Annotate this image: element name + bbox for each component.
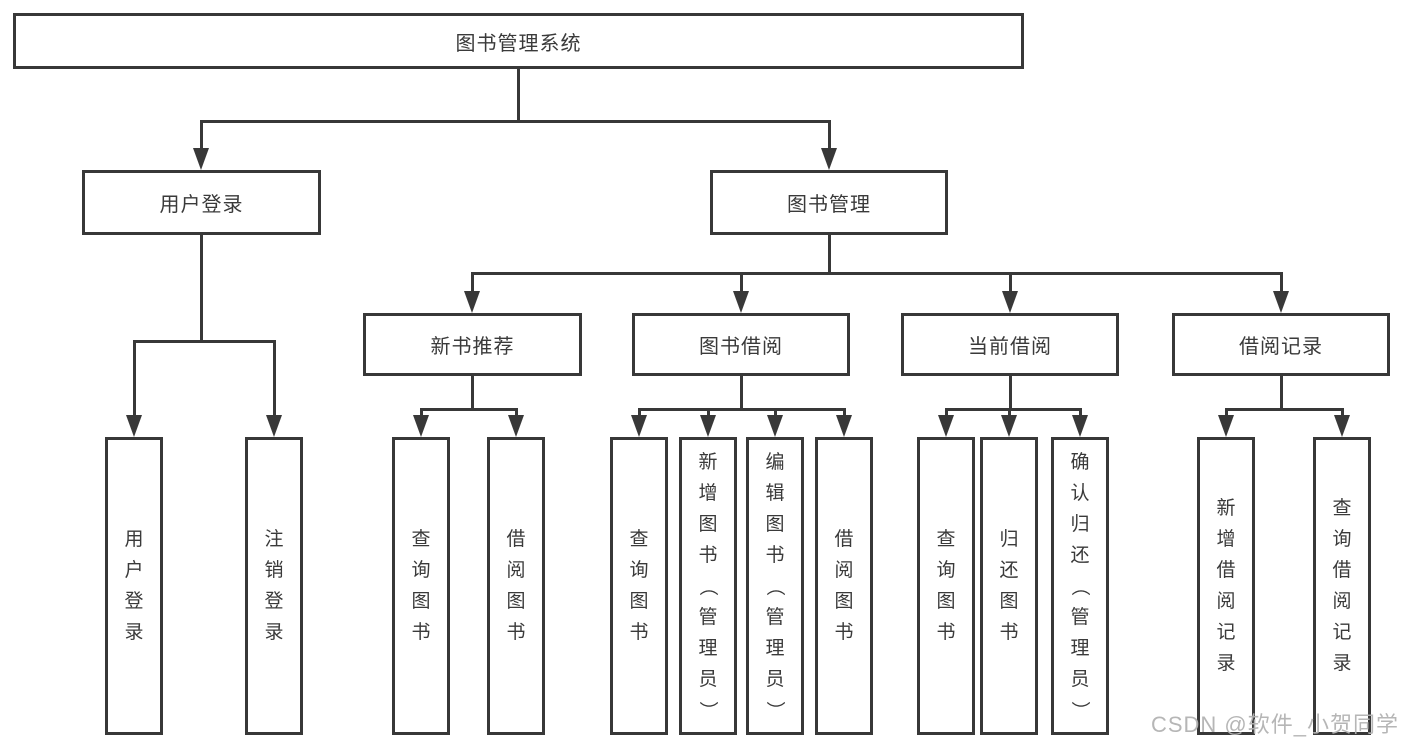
arrowhead-down-icon [464,291,480,313]
node-book-management: 图书管理 [710,170,948,235]
leaf-label: 查询图书 [411,529,431,643]
leaf-label: 编辑图书（管理员） [764,451,786,720]
connector-line [843,408,846,419]
arrowhead-down-icon [126,415,142,437]
leaf-return-books: 归还图书 [980,437,1038,735]
arrowhead-down-icon [193,148,209,170]
leaf-query-books-borrowing: 查询图书 [610,437,668,735]
connector-line [1280,272,1283,293]
arrowhead-down-icon [631,415,647,437]
leaf-label: 借阅图书 [506,529,526,643]
arrowhead-down-icon [1334,415,1350,437]
node-current-borrowing: 当前借阅 [901,313,1119,376]
node-label: 图书管理 [787,194,871,216]
leaf-user-login: 用户登录 [105,437,163,735]
leaf-query-borrow-record: 查询借阅记录 [1313,437,1371,735]
leaf-borrow-books-borrowing: 借阅图书 [815,437,873,735]
node-book-borrowing: 图书借阅 [632,313,850,376]
connector-line [471,272,1282,275]
connector-line [200,235,203,340]
connector-line [740,272,743,293]
connector-line [707,408,710,419]
node-label: 借阅记录 [1239,336,1323,358]
connector-line [133,340,136,419]
connector-line [828,235,831,272]
arrowhead-down-icon [767,415,783,437]
arrowhead-down-icon [508,415,524,437]
leaf-query-books-current: 查询图书 [917,437,975,735]
connector-line [200,120,203,152]
connector-line [273,340,276,419]
connector-line [1008,408,1011,419]
leaf-label: 新增图书（管理员） [697,451,719,720]
connector-line [1225,408,1228,419]
connector-line [945,408,948,419]
connector-line [740,376,743,408]
leaf-label: 查询图书 [936,529,956,643]
arrowhead-down-icon [1072,415,1088,437]
connector-line [200,120,831,123]
node-new-book-recommend: 新书推荐 [363,313,582,376]
leaf-label: 借阅图书 [834,529,854,643]
connector-line [945,408,1082,411]
node-label: 新书推荐 [430,336,515,358]
arrowhead-down-icon [821,148,837,170]
arrowhead-down-icon [1001,415,1017,437]
leaf-label: 确认归还（管理员） [1069,451,1091,720]
arrowhead-down-icon [266,415,282,437]
arrowhead-down-icon [1273,291,1289,313]
csdn-watermark: CSDN @软件_小贺同学 [1150,712,1399,737]
arrowhead-down-icon [413,415,429,437]
node-label: 图书借阅 [699,336,783,358]
connector-line [828,120,831,152]
connector-line [517,69,520,120]
node-label: 图书管理系统 [455,32,582,55]
connector-line [471,376,474,408]
connector-line [1009,376,1012,408]
leaf-confirm-return-admin: 确认归还（管理员） [1051,437,1109,735]
leaf-label: 查询图书 [629,529,649,643]
leaf-label: 新增借阅记录 [1216,498,1236,674]
leaf-label: 注销登录 [264,529,284,643]
leaf-label: 归还图书 [999,529,1019,643]
arrowhead-down-icon [733,291,749,313]
leaf-query-books-recommend: 查询图书 [392,437,450,735]
connector-line [1225,408,1344,411]
node-label: 当前借阅 [968,336,1052,358]
connector-line [638,408,846,411]
connector-line [515,408,518,419]
node-label: 用户登录 [159,194,244,216]
connector-line [1341,408,1344,419]
arrowhead-down-icon [938,415,954,437]
leaf-add-book-admin: 新增图书（管理员） [679,437,737,735]
leaf-label: 用户登录 [124,529,144,643]
arrowhead-down-icon [700,415,716,437]
connector-line [471,272,474,293]
connector-line [420,408,518,411]
connector-line [1280,376,1283,408]
leaf-label: 查询借阅记录 [1332,498,1352,674]
connector-line [638,408,641,419]
node-library-management-system: 图书管理系统 [13,13,1024,69]
leaf-edit-book-admin: 编辑图书（管理员） [746,437,804,735]
node-user-login: 用户登录 [82,170,321,235]
connector-line [774,408,777,419]
connector-line [420,408,423,419]
leaf-logout: 注销登录 [245,437,303,735]
arrowhead-down-icon [1002,291,1018,313]
arrowhead-down-icon [836,415,852,437]
leaf-add-borrow-record: 新增借阅记录 [1197,437,1255,735]
connector-line [1079,408,1082,419]
leaf-borrow-books-recommend: 借阅图书 [487,437,545,735]
arrowhead-down-icon [1218,415,1234,437]
node-borrowing-records: 借阅记录 [1172,313,1390,376]
connector-line [133,340,276,343]
connector-line [1009,272,1012,293]
